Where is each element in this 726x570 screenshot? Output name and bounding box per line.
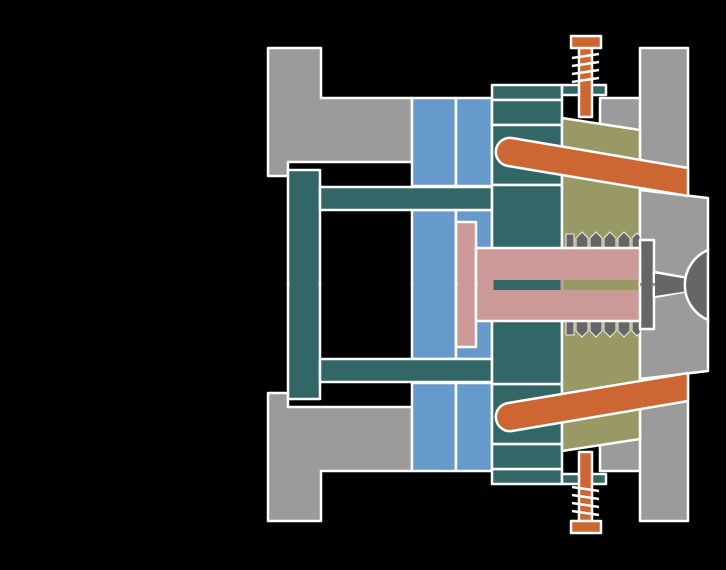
spacer-center bbox=[413, 280, 455, 290]
slide-center bbox=[563, 280, 639, 290]
sprue-center bbox=[655, 274, 688, 296]
nozzle-arc bbox=[683, 248, 710, 322]
ejector-plate-center bbox=[289, 280, 319, 290]
ejector-retainer-center bbox=[457, 280, 475, 290]
mold-plate-center bbox=[493, 280, 561, 290]
pin-plate-center bbox=[641, 280, 653, 290]
